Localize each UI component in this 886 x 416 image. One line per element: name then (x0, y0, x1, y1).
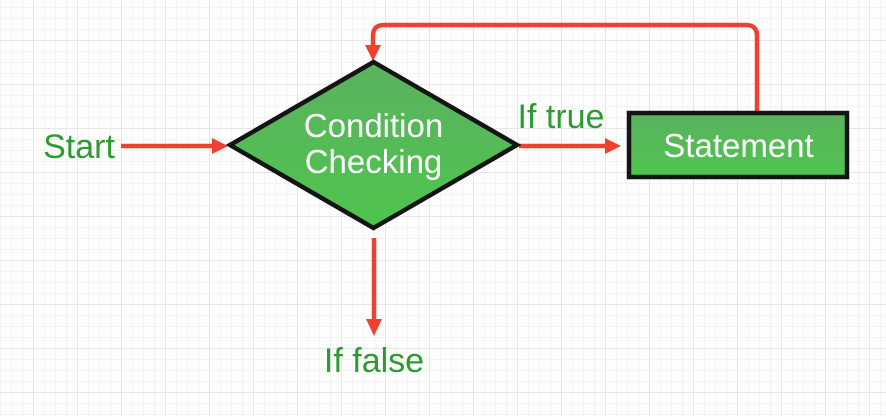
if-false-label: If false (324, 342, 424, 380)
if-false-edge (366, 238, 382, 336)
loop-back-line (370, 22, 760, 111)
start-edge (121, 138, 228, 154)
arrowhead-right-icon (212, 138, 228, 154)
condition-label-line2: Checking (305, 143, 443, 180)
arrowhead-down-icon (366, 319, 382, 336)
statement-box (626, 110, 850, 180)
loop-back-edge (365, 22, 760, 111)
arrowhead-right-icon (605, 138, 621, 154)
condition-diamond (225, 59, 522, 231)
arrowhead-down-icon (365, 45, 381, 61)
if-true-edge (519, 138, 621, 154)
if-true-label: If true (518, 98, 605, 136)
statement-label: Statement (663, 127, 813, 164)
condition-label-line1: Condition (304, 107, 443, 144)
start-label: Start (43, 128, 115, 166)
